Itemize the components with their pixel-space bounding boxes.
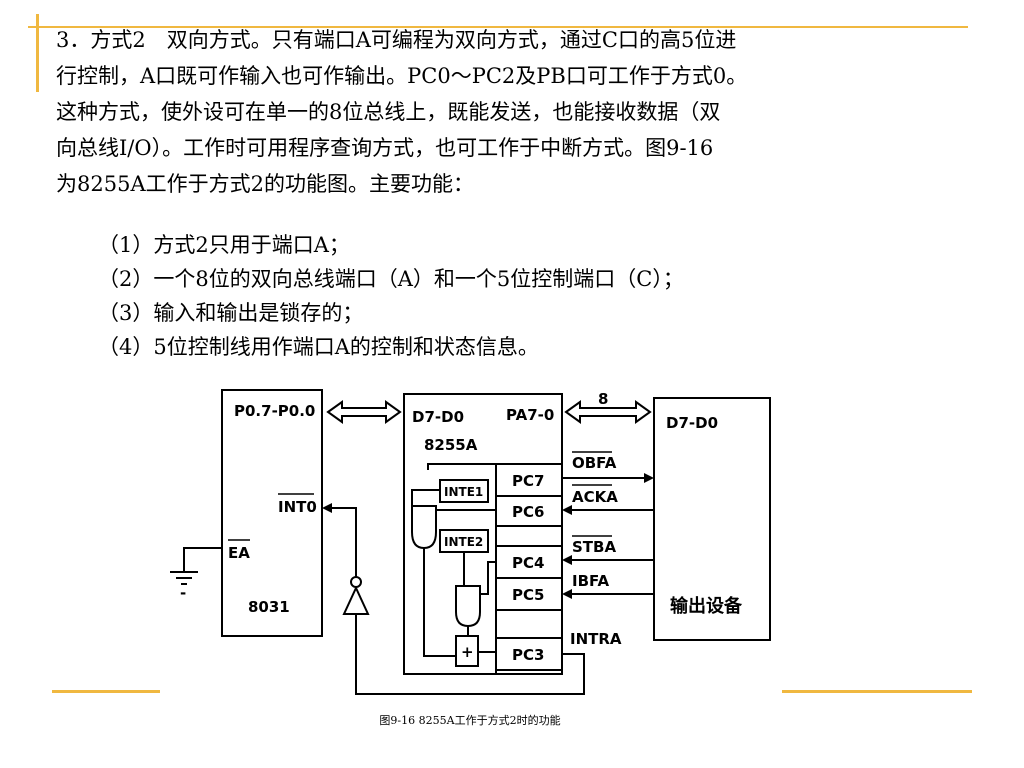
- ppi-port-label: PA7-0: [506, 406, 554, 424]
- int0-label: INT0: [278, 498, 317, 516]
- paragraph-line: 向总线I/O）。工作时可用程序查询方式，也可工作于中断方式。图9-16: [56, 136, 714, 160]
- cpu-8031-box: [221, 389, 323, 637]
- intro-paragraph: 3．方式2 双向方式。只有端口A可编程为双向方式，通过C口的高5位进 行控制，A…: [56, 22, 976, 202]
- ppi-data-label: D7-D0: [412, 408, 464, 426]
- pc7-label: PC7: [512, 472, 544, 490]
- bottom-left-accent-line: [52, 690, 160, 693]
- inte2-label: INTE2: [444, 535, 483, 549]
- left-accent-line: [36, 14, 39, 92]
- or-symbol: +: [461, 643, 474, 661]
- feature-item: （1）方式2只用于端口A；: [98, 233, 350, 257]
- feature-item: （2）一个8位的双向总线端口（A）和一个5位控制端口（C）；: [98, 267, 684, 291]
- feature-list: （1）方式2只用于端口A； （2）一个8位的双向总线端口（A）和一个5位控制端口…: [98, 228, 684, 364]
- inverter-bubble: [350, 576, 362, 588]
- and1-to-or-wire: [423, 548, 456, 657]
- and-gate-1: [411, 505, 437, 550]
- obfa-label: OBFA: [572, 454, 617, 472]
- bottom-right-accent-line: [782, 690, 972, 693]
- inte1-to-and1-wire: [411, 489, 440, 506]
- device-title: 输出设备: [670, 595, 743, 617]
- int0-wire: [332, 507, 357, 586]
- feature-item: （3）输入和输出是锁存的；: [98, 301, 364, 325]
- inverter-gate: [342, 585, 370, 615]
- ppi-chip-label: 8255A: [424, 436, 478, 454]
- ibfa-arrowhead: [562, 589, 572, 599]
- pc4-to-and2-wire: [480, 561, 496, 595]
- cpu-chip-label: 8031: [248, 598, 290, 616]
- ea-label: EA: [228, 544, 250, 562]
- stba-arrowhead: [562, 555, 572, 565]
- ea-ground-wire: [183, 547, 222, 572]
- stba-label: STBA: [572, 538, 616, 556]
- pc3-label: PC3: [512, 646, 544, 664]
- int0-arrowhead: [322, 503, 332, 513]
- output-device-box: [653, 397, 771, 641]
- intra-label: INTRA: [570, 630, 622, 648]
- pc6-label: PC6: [512, 503, 544, 521]
- obfa-arrowhead: [644, 473, 654, 483]
- ground-minus-label: -: [180, 584, 186, 602]
- top-accent-line: [28, 26, 968, 28]
- paragraph-line: 为8255A工作于方式2的功能图。主要功能：: [56, 172, 474, 196]
- cpu-to-ppi-bus-arrow: [326, 400, 402, 424]
- acka-label: ACKA: [572, 488, 618, 506]
- paragraph-line: 3．方式2 双向方式。只有端口A可编程为双向方式，通过C口的高5位进: [56, 28, 737, 52]
- and-gate-2: [455, 585, 481, 628]
- ppi-to-device-bus-arrow: [564, 400, 652, 424]
- ppi-8255a-box: [403, 393, 563, 675]
- p0-port-label: P0.7-P0.0: [234, 402, 315, 420]
- intra-return-wire: [355, 614, 585, 695]
- paragraph-line: 行控制，A口既可作输入也可作输出。PC0～PC2及PB口可工作于方式0。: [56, 64, 748, 88]
- inte1-label: INTE1: [444, 485, 483, 499]
- bus-width-label: 8: [598, 390, 608, 408]
- device-data-label: D7-D0: [666, 414, 718, 432]
- figure-caption: 图9-16 8255A工作于方式2时的功能: [379, 714, 561, 727]
- acka-arrowhead: [562, 505, 572, 515]
- paragraph-line: 这种方式，使外设可在单一的8位总线上，既能发送，也能接收数据（双: [56, 100, 721, 124]
- pc4-label: PC4: [512, 554, 544, 572]
- pc5-label: PC5: [512, 586, 544, 604]
- ibfa-label: IBFA: [572, 572, 610, 590]
- feature-item: （4）5位控制线用作端口A的控制和状态信息。: [98, 335, 539, 359]
